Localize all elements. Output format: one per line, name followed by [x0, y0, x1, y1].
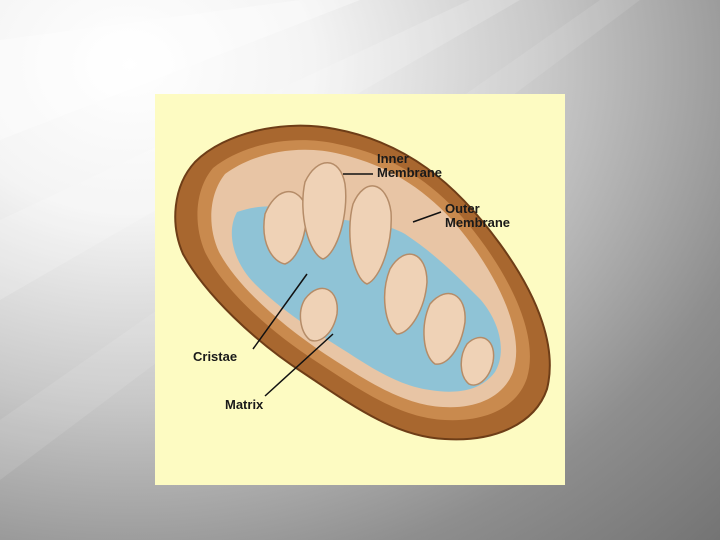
outer-membrane-label-line1: Outer	[445, 202, 510, 216]
inner-membrane-label-line1: Inner	[377, 152, 442, 166]
outer-membrane-label-line2: Membrane	[445, 216, 510, 230]
inner-membrane-label: Inner Membrane	[377, 152, 442, 180]
mitochondrion-diagram: Inner Membrane Outer Membrane Cristae Ma…	[155, 94, 565, 485]
cristae-label: Cristae	[193, 350, 237, 364]
matrix-label: Matrix	[225, 398, 263, 412]
outer-membrane-label: Outer Membrane	[445, 202, 510, 230]
inner-membrane-label-line2: Membrane	[377, 166, 442, 180]
